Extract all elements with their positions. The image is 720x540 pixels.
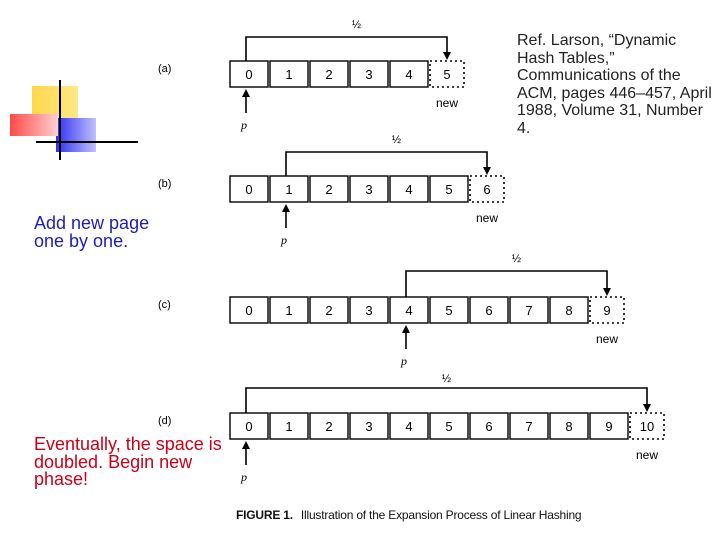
half-label: ½	[352, 19, 361, 31]
split-arrowhead	[483, 167, 491, 175]
bucket-number: 5	[445, 182, 452, 197]
new-label: new	[596, 332, 618, 346]
bucket-number: 6	[485, 419, 492, 434]
bucket-number: 8	[565, 303, 572, 318]
split-arc	[246, 388, 647, 413]
bucket-number: 4	[405, 67, 412, 82]
new-bucket-number: 9	[603, 303, 610, 318]
bucket-number: 9	[605, 419, 612, 434]
pointer-arrowhead	[402, 325, 410, 333]
new-label: new	[476, 211, 498, 225]
pointer-label: p	[400, 354, 407, 368]
new-bucket-number: 5	[443, 67, 450, 82]
bucket-number: 2	[325, 419, 332, 434]
bucket-number: 2	[325, 182, 332, 197]
bucket-number: 7	[525, 419, 532, 434]
bucket-number: 1	[285, 419, 292, 434]
split-arrowhead	[643, 404, 651, 412]
bucket-number: 3	[365, 182, 372, 197]
split-arc	[246, 37, 447, 61]
half-label: ½	[392, 134, 401, 146]
bucket-number: 4	[405, 182, 412, 197]
pointer-arrowhead	[242, 441, 250, 449]
pointer-label: p	[280, 233, 287, 247]
row-label: (b)	[158, 178, 171, 190]
bucket-number: 2	[325, 67, 332, 82]
new-label: new	[636, 448, 658, 462]
bucket-number: 3	[365, 67, 372, 82]
bucket-number: 3	[365, 419, 372, 434]
bucket-number: 1	[285, 182, 292, 197]
split-arc	[286, 152, 487, 176]
bucket-number: 7	[525, 303, 532, 318]
bucket-number: 1	[285, 67, 292, 82]
split-arrowhead	[603, 288, 611, 296]
pointer-arrowhead	[282, 204, 290, 212]
row-label: (c)	[158, 299, 171, 311]
figure-caption: FIGURE 1. Illustration of the Expansion P…	[236, 508, 581, 522]
bucket-number: 0	[245, 182, 252, 197]
split-arc	[406, 271, 607, 297]
pointer-arrowhead	[242, 89, 250, 97]
new-label: new	[436, 96, 458, 110]
bucket-number: 4	[405, 303, 412, 318]
bucket-number: 3	[365, 303, 372, 318]
new-bucket-number: 10	[640, 419, 654, 434]
figure-caption-text: Illustration of the Expansion Process of…	[301, 508, 582, 522]
bucket-number: 2	[325, 303, 332, 318]
pointer-label: p	[240, 118, 247, 132]
split-arrowhead	[443, 52, 451, 60]
figure-caption-label: FIGURE 1.	[236, 508, 293, 522]
bucket-number: 0	[245, 419, 252, 434]
half-label: ½	[512, 253, 521, 265]
bucket-number: 5	[445, 419, 452, 434]
bucket-number: 5	[445, 303, 452, 318]
half-label: ½	[442, 373, 451, 385]
bucket-number: 4	[405, 419, 412, 434]
bucket-number: 0	[245, 67, 252, 82]
row-label: (a)	[158, 63, 171, 75]
bucket-number: 6	[485, 303, 492, 318]
pointer-label: p	[240, 470, 247, 484]
new-bucket-number: 6	[483, 182, 490, 197]
row-label: (d)	[158, 415, 171, 427]
bucket-number: 8	[565, 419, 572, 434]
bucket-number: 0	[245, 303, 252, 318]
bucket-number: 1	[285, 303, 292, 318]
